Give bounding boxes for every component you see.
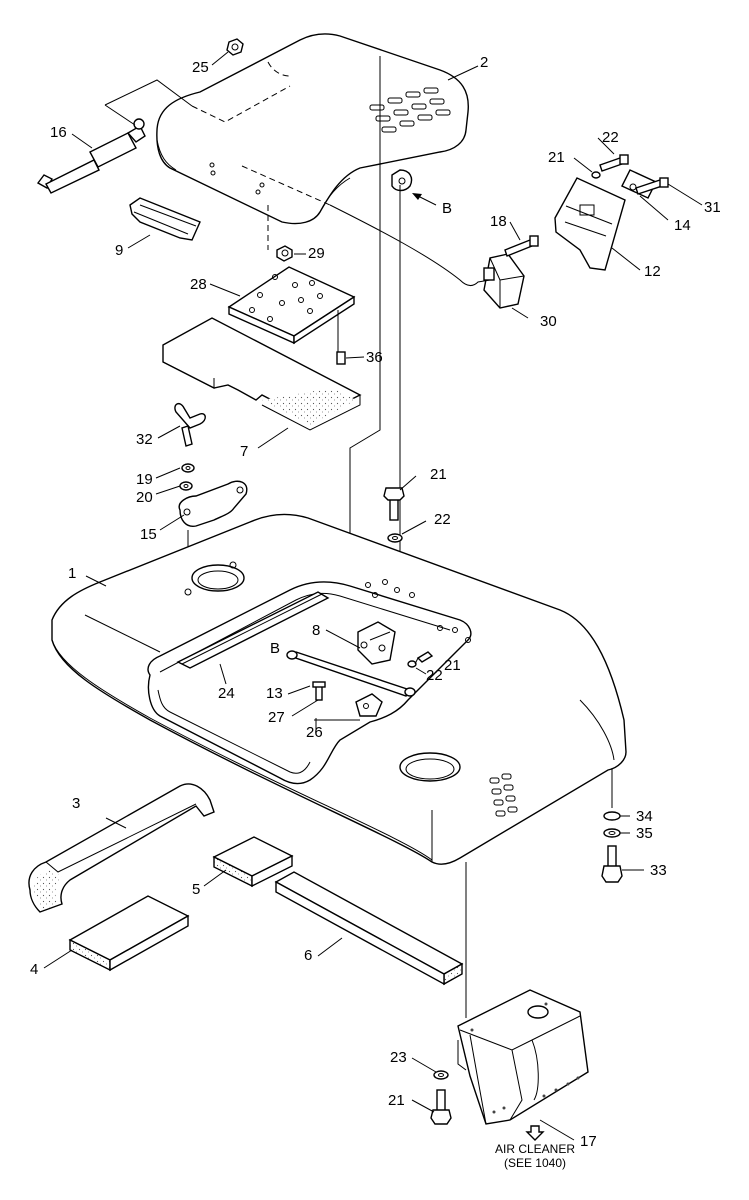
label-part-18: 18 xyxy=(490,213,507,230)
label-part-27: 27 xyxy=(268,709,285,726)
label-part-24: 24 xyxy=(218,685,235,702)
bolt-part-31 xyxy=(635,177,669,195)
label-part-7: 7 xyxy=(240,443,249,460)
washer-part-22-mid xyxy=(407,660,417,668)
strip-part-6 xyxy=(274,871,464,986)
bracket-part-26 xyxy=(355,693,383,717)
handle-part-9 xyxy=(129,197,201,241)
air-cleaner-note: AIR CLEANER (SEE 1040) xyxy=(480,1142,590,1170)
label-part-1: 1 xyxy=(68,565,77,582)
label-part-32: 32 xyxy=(136,431,153,448)
label-part-23: 23 xyxy=(390,1049,407,1066)
bracket-part-12 xyxy=(554,177,626,271)
gas-spring-part-16 xyxy=(36,118,146,194)
washer-part-35 xyxy=(603,828,621,838)
pad-part-4 xyxy=(68,895,190,972)
screw-part-27 xyxy=(312,681,326,701)
label-part-9: 9 xyxy=(115,242,124,259)
label-part-21-upper: 21 xyxy=(548,149,565,166)
label-part-16: 16 xyxy=(50,124,67,141)
label-part-31: 31 xyxy=(704,199,721,216)
label-part-3: 3 xyxy=(72,795,81,812)
washer-part-23 xyxy=(433,1070,449,1080)
label-ref-b-top: B xyxy=(442,200,453,217)
label-part-21-bottom: 21 xyxy=(388,1092,405,1109)
label-part-12: 12 xyxy=(644,263,661,280)
label-part-28: 28 xyxy=(190,276,207,293)
bolt-part-21-top xyxy=(383,487,405,521)
label-part-22-top: 22 xyxy=(434,511,451,528)
hinge-part-8 xyxy=(357,621,396,665)
bolt-part-21-bottom xyxy=(430,1089,452,1125)
grab-handle-part-3 xyxy=(28,783,215,913)
latch-part-30 xyxy=(483,253,525,309)
bolt-part-36 xyxy=(336,351,346,365)
label-part-36: 36 xyxy=(366,349,383,366)
bolt-part-33 xyxy=(601,845,623,883)
label-part-34: 34 xyxy=(636,808,653,825)
label-ref-b-mid: B xyxy=(270,640,281,657)
washer-part-20 xyxy=(179,481,193,491)
label-part-13: 13 xyxy=(266,685,283,702)
label-part-25: 25 xyxy=(192,59,209,76)
label-part-2: 2 xyxy=(480,54,489,71)
washer-part-22-top xyxy=(387,533,403,543)
label-part-20: 20 xyxy=(136,489,153,506)
label-part-26: 26 xyxy=(306,724,323,741)
label-part-4: 4 xyxy=(30,961,39,978)
note-line-1: AIR CLEANER xyxy=(494,1142,576,1156)
pad-part-5 xyxy=(212,836,294,888)
duct-part-17 xyxy=(457,989,589,1125)
label-part-6: 6 xyxy=(304,947,313,964)
label-part-35: 35 xyxy=(636,825,653,842)
label-part-5: 5 xyxy=(192,881,201,898)
label-part-33: 33 xyxy=(650,862,667,879)
bolt-part-18 xyxy=(504,235,539,257)
foam-pad-part-7 xyxy=(162,317,362,431)
label-part-21-top: 21 xyxy=(430,466,447,483)
bolt-part-22-upper xyxy=(599,154,629,172)
leader-lines xyxy=(43,51,703,1141)
label-part-22-upper: 22 xyxy=(602,129,619,146)
rod-part-13 xyxy=(286,650,416,697)
label-part-21-mid: 21 xyxy=(444,657,461,674)
upper-cover-part-2 xyxy=(156,33,469,225)
label-part-22-mid: 22 xyxy=(426,667,443,684)
wing-bolt-part-32 xyxy=(174,402,206,447)
arrow-down-icon xyxy=(525,1125,545,1141)
label-part-30: 30 xyxy=(540,313,557,330)
washer-part-21-upper xyxy=(591,171,601,179)
bolt-part-21-mid xyxy=(416,651,434,663)
label-part-29: 29 xyxy=(308,245,325,262)
label-part-8: 8 xyxy=(312,622,321,639)
label-part-19: 19 xyxy=(136,471,153,488)
washer-part-19 xyxy=(181,463,195,473)
washer-part-34 xyxy=(603,811,621,821)
nut-part-29 xyxy=(276,245,293,262)
label-part-15: 15 xyxy=(140,526,157,543)
nut-part-25 xyxy=(226,38,244,56)
label-part-14: 14 xyxy=(674,217,691,234)
note-line-2: (SEE 1040) xyxy=(503,1156,567,1170)
plate-part-28 xyxy=(227,266,356,345)
cover-plate-part-15 xyxy=(178,480,248,527)
label-part-17: 17 xyxy=(580,1133,597,1150)
